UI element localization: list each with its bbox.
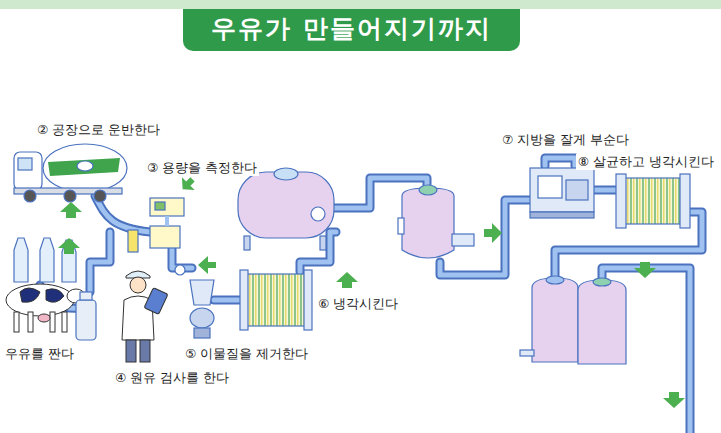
pasteurizer [616, 174, 690, 228]
step-label: ⑥ 냉각시킨다 [316, 296, 400, 312]
balance-tank [398, 185, 474, 258]
inspector [122, 271, 168, 362]
storage-tanks [520, 276, 626, 364]
homogenizer [530, 168, 594, 218]
strainer-pump [175, 265, 214, 338]
flow-arrows [58, 173, 685, 408]
milk-can [76, 292, 96, 340]
title-banner: 우유가 만들어지기까지 [183, 9, 520, 51]
raw-milk-tank [238, 168, 334, 250]
cow [6, 284, 85, 332]
step-label: ⑤ 이물질을 제거한다 [183, 346, 310, 362]
step-label: ④ 원유 검사를 한다 [113, 370, 231, 386]
step-label: ② 공장으로 운반한다 [35, 122, 162, 138]
plate-cooler [240, 270, 312, 330]
step-label: ⑦ 지방을 잘게 부순다 [500, 132, 631, 148]
step-label: ⑧ 살균하고 냉각시킨다 [576, 154, 716, 170]
step-label: ③ 용량을 측정한다 [145, 160, 259, 176]
step-label: 우유를 짠다 [3, 346, 76, 362]
top-band [0, 0, 721, 9]
measuring-device [128, 198, 184, 252]
tank-truck [14, 144, 127, 202]
pipes [40, 158, 702, 433]
